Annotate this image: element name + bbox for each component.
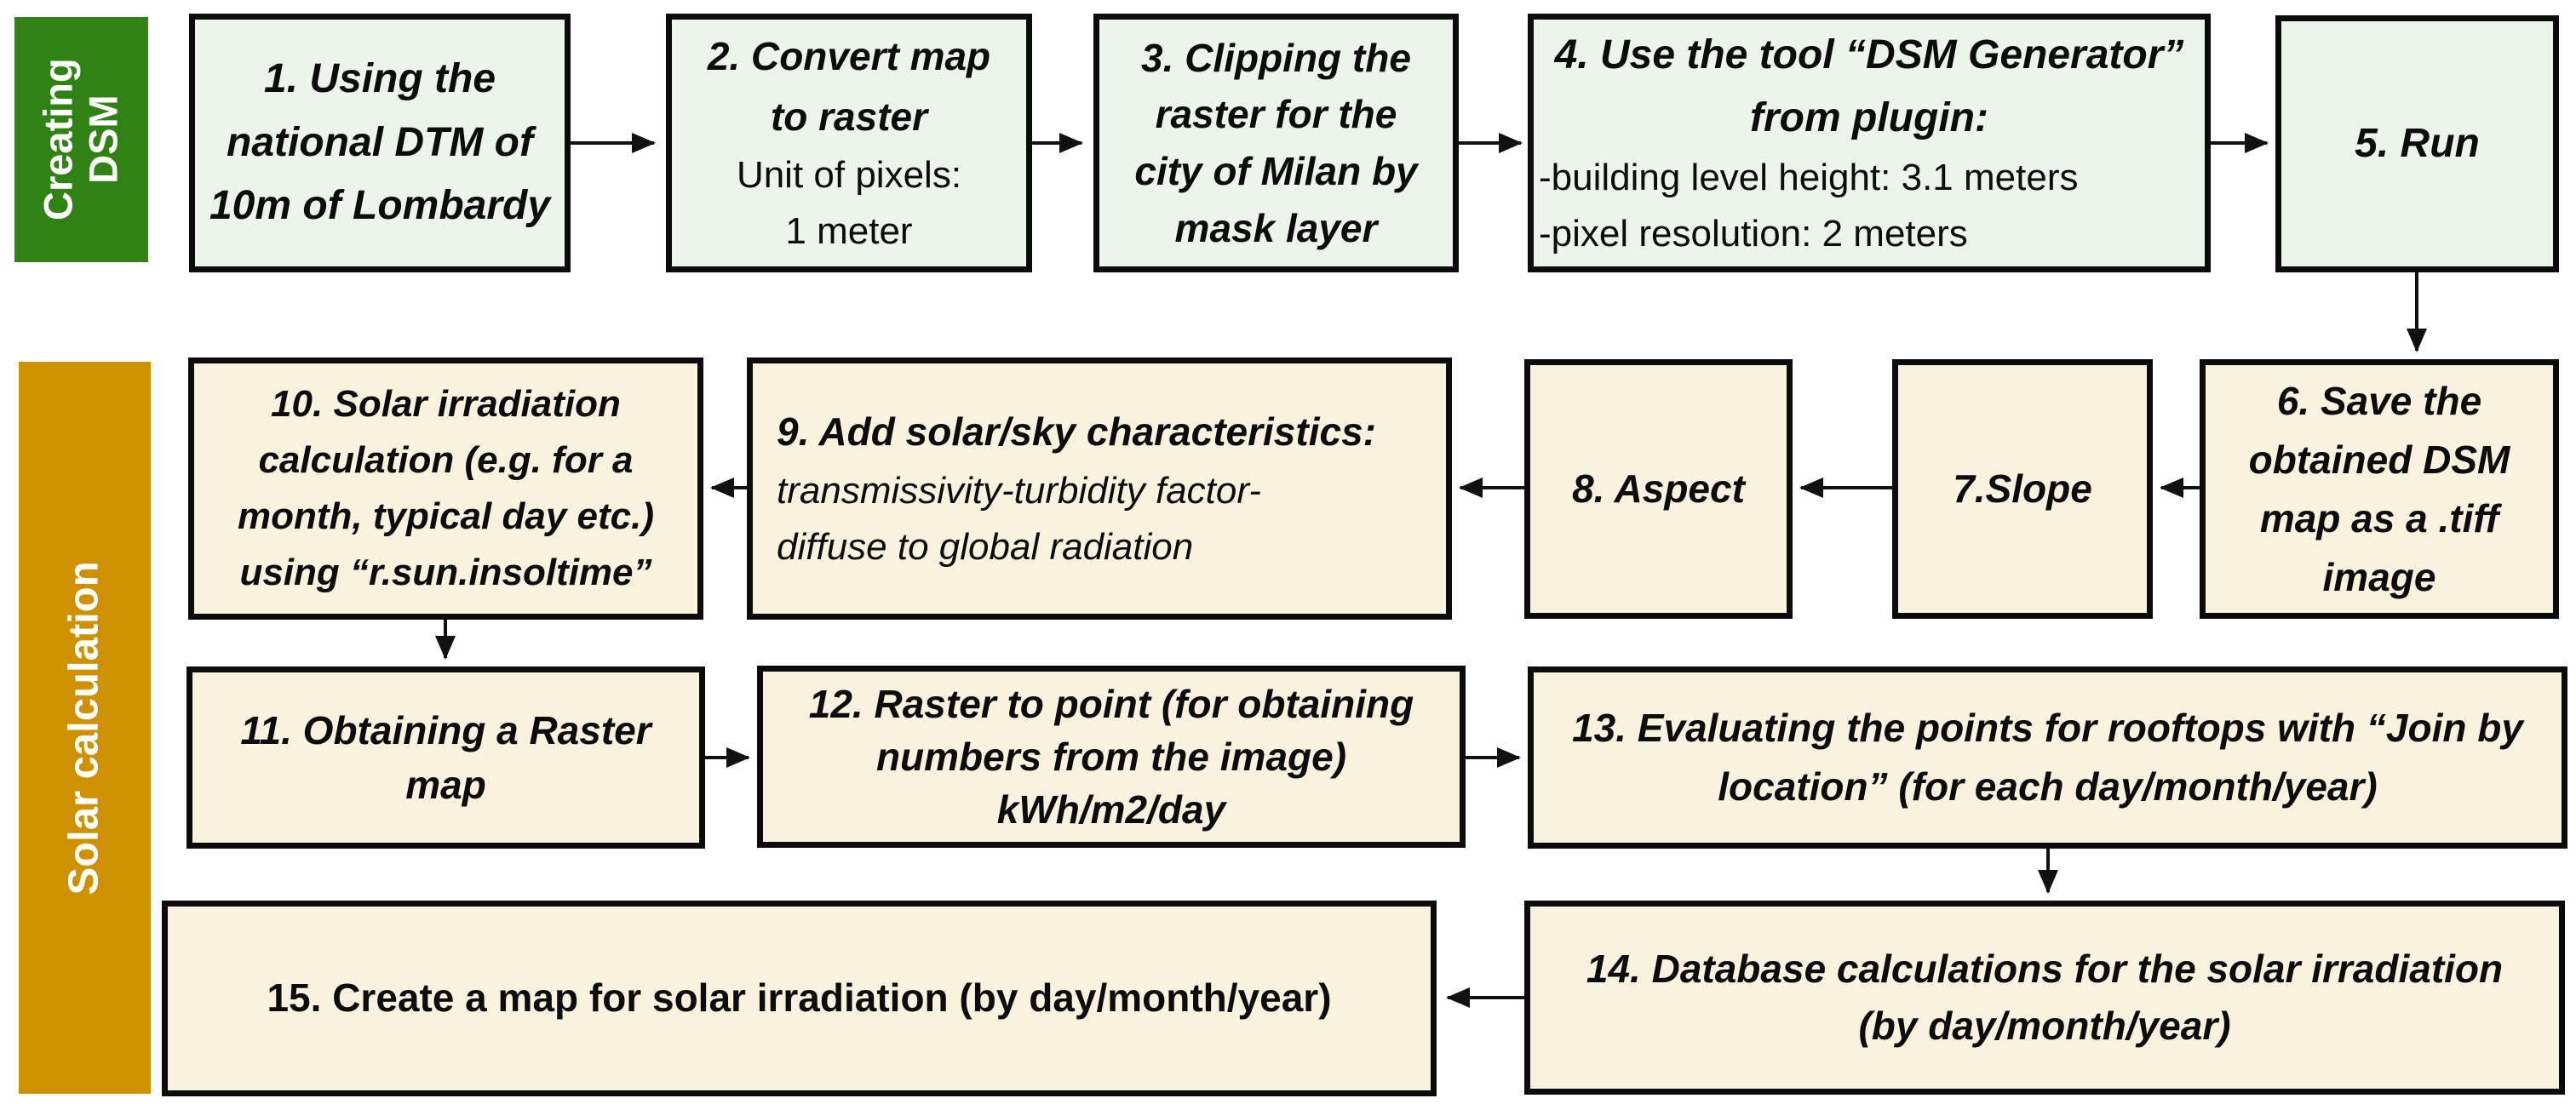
step-2-title: 2. Convert map to raster [707, 33, 991, 139]
step-14-title: 14. Database calculations for the solar … [1586, 947, 2504, 1048]
section-label-creating-dsm: Creating DSM [14, 17, 148, 262]
step-15-title: 15. Create a map for solar irradiation (… [267, 975, 1332, 1021]
step-1-title: 1. Using the national DTM of 10m of Lomb… [209, 56, 551, 229]
step-6-title: 6. Save the obtained DSM map as a .tiff … [2248, 378, 2510, 599]
step-box-8: 8. Aspect [1524, 359, 1793, 619]
step-box-11: 11. Obtaining a Raster map [186, 666, 705, 849]
step-box-4: 4. Use the tool “DSM Generator” from plu… [1528, 14, 2211, 272]
step-box-9: 9. Add solar/sky characteristics: transm… [747, 358, 1452, 620]
step-9-detail: transmissivity-turbidity factor- diffuse… [777, 469, 1261, 568]
step-7-title: 7.Slope [1953, 466, 2092, 511]
step-12-title: 12. Raster to point (for obtaining numbe… [808, 681, 1414, 832]
step-box-3: 3. Clipping the raster for the city of M… [1093, 14, 1459, 272]
section-label-solar-calculation: Solar calculation [19, 362, 151, 1094]
step-box-2: 2. Convert map to raster Unit of pixels:… [666, 14, 1032, 272]
step-box-1: 1. Using the national DTM of 10m of Lomb… [189, 14, 571, 272]
step-box-13: 13. Evaluating the points for rooftops w… [1528, 666, 2567, 849]
step-box-7: 7.Slope [1892, 359, 2153, 619]
step-4-detail: -building level height: 3.1 meters -pixe… [1539, 157, 2079, 255]
step-box-5: 5. Run [2275, 15, 2559, 272]
step-box-6: 6. Save the obtained DSM map as a .tiff … [2200, 359, 2559, 619]
step-9-title: 9. Add solar/sky characteristics: [777, 409, 1376, 455]
step-5-title: 5. Run [2355, 120, 2480, 166]
step-3-title: 3. Clipping the raster for the city of M… [1134, 35, 1418, 250]
step-11-title: 11. Obtaining a Raster map [240, 707, 651, 807]
step-4-title: 4. Use the tool “DSM Generator” from plu… [1554, 31, 2184, 140]
step-10-title: 10. Solar irradiation calculation (e.g. … [238, 383, 654, 593]
step-box-14: 14. Database calculations for the solar … [1524, 901, 2565, 1095]
step-8-title: 8. Aspect [1572, 466, 1745, 511]
step-box-15: 15. Create a map for solar irradiation (… [162, 901, 1437, 1096]
section-label-creating-dsm-text: Creating DSM [35, 58, 126, 221]
step-2-detail: Unit of pixels: 1 meter [736, 154, 962, 253]
step-box-10: 10. Solar irradiation calculation (e.g. … [188, 358, 703, 620]
section-label-solar-calculation-text: Solar calculation [61, 560, 108, 895]
step-box-12: 12. Raster to point (for obtaining numbe… [757, 666, 1466, 848]
step-13-title: 13. Evaluating the points for rooftops w… [1572, 706, 2523, 809]
